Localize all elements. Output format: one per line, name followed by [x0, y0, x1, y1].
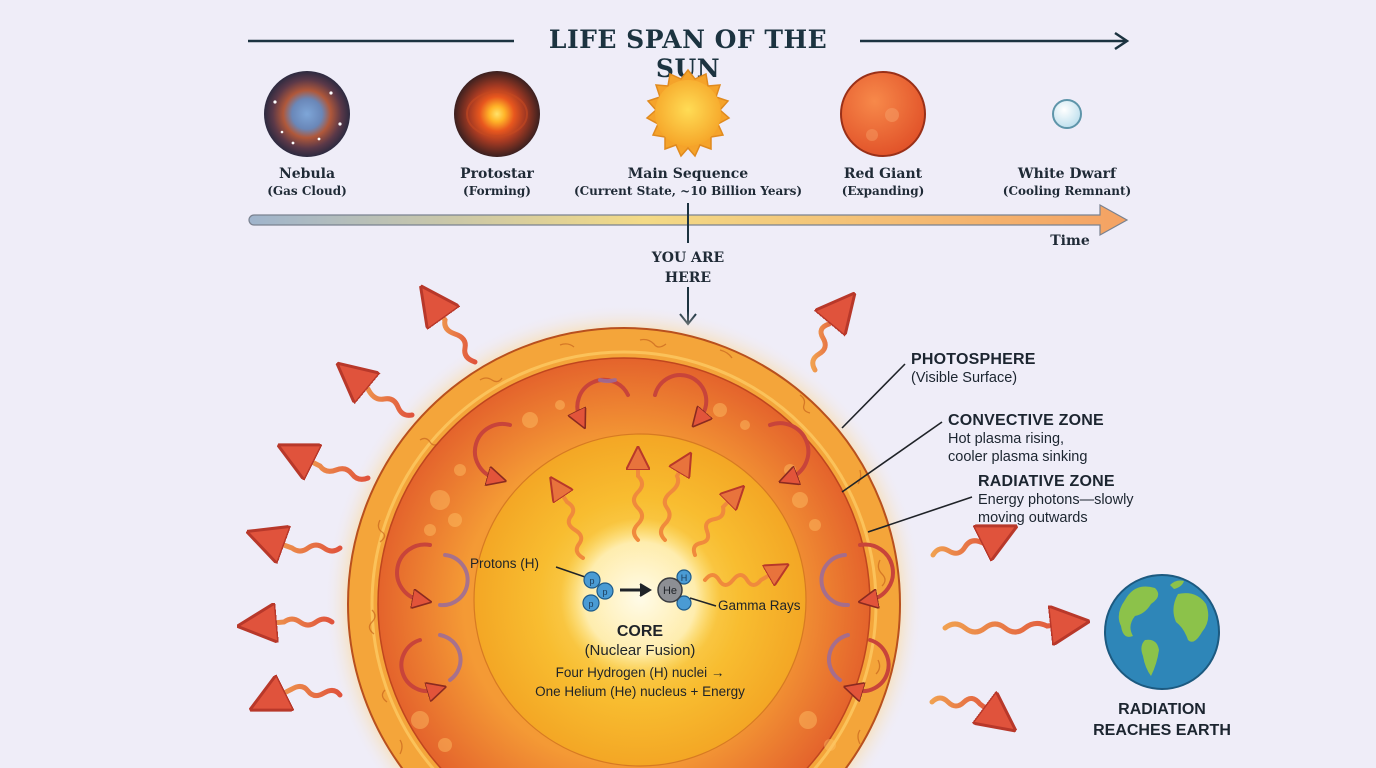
white-dwarf-icon — [1052, 99, 1082, 129]
stage-name: Protostar — [460, 166, 534, 182]
gamma-rays-label: Gamma Rays — [718, 598, 801, 613]
stage-name: Red Giant — [843, 166, 923, 182]
protostar-icon — [454, 71, 540, 157]
you-are-here-line1: YOU ARE — [651, 250, 725, 266]
photosphere-desc: (Visible Surface) — [911, 370, 1018, 386]
stage-name: Main Sequence — [627, 166, 749, 182]
you-are-here-line2: HERE — [664, 270, 712, 286]
ray-to-earth-arrow — [942, 623, 1065, 632]
convective-zone-title: CONVECTIVE ZONE — [948, 412, 1104, 429]
convection-arrows — [395, 373, 895, 691]
red-giant-icon — [840, 71, 926, 157]
ray-arrow — [356, 379, 415, 418]
title-timeline-line — [248, 31, 1130, 51]
stage-white-dwarf: White Dwarf (Cooling Remnant) — [937, 165, 1197, 199]
svg-text:H: H — [681, 573, 688, 583]
core-layer — [560, 518, 720, 678]
core-equation-line1: Four Hydrogen (H) nuclei → — [555, 665, 725, 680]
convective-zone-callout: CONVECTIVE ZONE Hot plasma rising, coole… — [948, 412, 1104, 466]
convective-zone-desc-line2: cooler plasma sinking — [948, 449, 1088, 465]
svg-text:p: p — [602, 587, 607, 597]
ray-arrow — [929, 698, 996, 716]
radiative-zone-title: RADIATIVE ZONE — [978, 473, 1115, 490]
nebula-icon — [264, 71, 350, 157]
ray-arrow — [272, 686, 343, 699]
radiative-zone-callout: RADIATIVE ZONE Energy photons—slowly mov… — [978, 473, 1134, 527]
photosphere-callout: PHOTOSPHERE (Visible Surface) — [911, 351, 1036, 387]
radiative-zone-desc-line2: moving outwards — [978, 510, 1088, 526]
callout-lines — [841, 363, 973, 533]
page-title: LIFE SPAN OF THE SUN — [548, 25, 828, 83]
ray-arrow — [262, 619, 335, 625]
svg-text:p: p — [588, 599, 593, 609]
proton-particles — [582, 571, 614, 612]
earth-icon — [1104, 574, 1220, 690]
core-subtitle: (Nuclear Fusion) — [584, 642, 696, 659]
arrow-right-icon — [639, 583, 652, 597]
core-description: CORE (Nuclear Fusion) Four Hydrogen (H) … — [490, 622, 790, 701]
stage-name: Nebula — [278, 166, 336, 182]
ray-arrow — [270, 540, 343, 551]
stage-name: White Dwarf — [1017, 166, 1117, 182]
main-sequence-sun-icon — [645, 68, 731, 158]
stage-subtitle: (Cooling Remnant) — [1002, 184, 1132, 198]
convective-zone-desc-line1: Hot plasma rising, — [948, 431, 1065, 447]
protons-label: Protons (H) — [470, 556, 540, 571]
helium-nucleus — [657, 577, 683, 603]
you-are-here-label: YOU ARE HERE — [628, 248, 748, 288]
core-title: CORE — [616, 623, 664, 640]
ray-arrow — [930, 537, 995, 555]
photosphere-texture — [368, 338, 886, 755]
earth-label: RADIATION REACHES EARTH — [1082, 699, 1242, 741]
earth-label-line2: REACHES EARTH — [1093, 722, 1231, 739]
time-axis-label: Time — [1050, 233, 1090, 249]
stage-protostar: Protostar (Forming) — [367, 165, 627, 199]
stage-subtitle: (Forming) — [463, 184, 531, 198]
photon-paths — [559, 462, 775, 587]
stage-main-sequence: Main Sequence (Current State, ~10 Billio… — [548, 165, 828, 199]
ray-arrow — [810, 312, 839, 373]
arrow-right-icon — [1114, 31, 1130, 51]
svg-text:p: p — [589, 576, 594, 586]
stage-subtitle: (Gas Cloud) — [267, 184, 347, 198]
svg-text:He: He — [663, 585, 677, 597]
stage-subtitle: (Expanding) — [841, 184, 925, 198]
stage-red-giant: Red Giant (Expanding) — [753, 165, 1013, 199]
fusion-diagram: p p p H He — [555, 566, 717, 612]
radiative-zone-desc-line1: Energy photons—slowly — [978, 492, 1134, 508]
radiation-rays — [262, 306, 1065, 716]
stage-icons — [264, 68, 1082, 158]
ray-arrow — [435, 306, 478, 365]
earth-label-line1: RADIATION — [1118, 701, 1206, 718]
stage-subtitle: (Current State, ~10 Billion Years) — [573, 184, 803, 198]
core-equation-line2: One Helium (He) nucleus + Energy — [535, 684, 745, 699]
ray-arrow — [300, 456, 371, 482]
stage-nebula: Nebula (Gas Cloud) — [177, 165, 437, 199]
photosphere-title: PHOTOSPHERE — [911, 351, 1036, 368]
